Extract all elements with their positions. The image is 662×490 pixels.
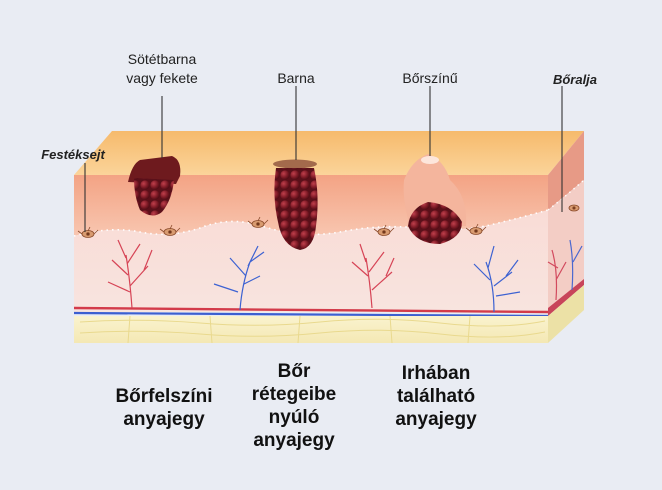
caption-compound: Bőr rétegeibe nyúló anyajegy	[251, 361, 337, 451]
mole-junctional-cluster	[134, 178, 174, 216]
label-pigment-cell: Festéksejt	[41, 147, 105, 162]
capillary-blue-2	[473, 245, 521, 313]
caption-junctional: Bőrfelszíni anyajegy	[115, 386, 213, 430]
side-subcutis	[548, 285, 584, 343]
epidermis-top-surface	[74, 131, 584, 175]
mole-compound-cluster	[274, 168, 318, 250]
vein	[73, 311, 549, 318]
pigment-cells	[77, 204, 580, 238]
mole-compound-cap	[273, 159, 317, 169]
label-skin-coloured-mole: Bőrszínű	[402, 70, 458, 86]
leader-lines	[84, 86, 563, 232]
side-vessels	[548, 279, 584, 316]
label-subcutis: Bőralja	[552, 72, 598, 87]
capillary-red-2	[351, 243, 395, 309]
label-brown-mole: Barna	[277, 70, 315, 86]
artery	[73, 306, 549, 314]
caption-intradermal: Irhában található anyajegy	[395, 363, 477, 430]
capillary-blue-1	[213, 245, 265, 311]
mole-junctional-surface	[128, 156, 181, 184]
capillary-red-1	[107, 239, 153, 309]
mole-intradermal-cluster	[408, 202, 462, 244]
label-dark-mole: Sötétbarna vagy fekete	[126, 51, 198, 86]
side-epidermis	[548, 131, 584, 210]
